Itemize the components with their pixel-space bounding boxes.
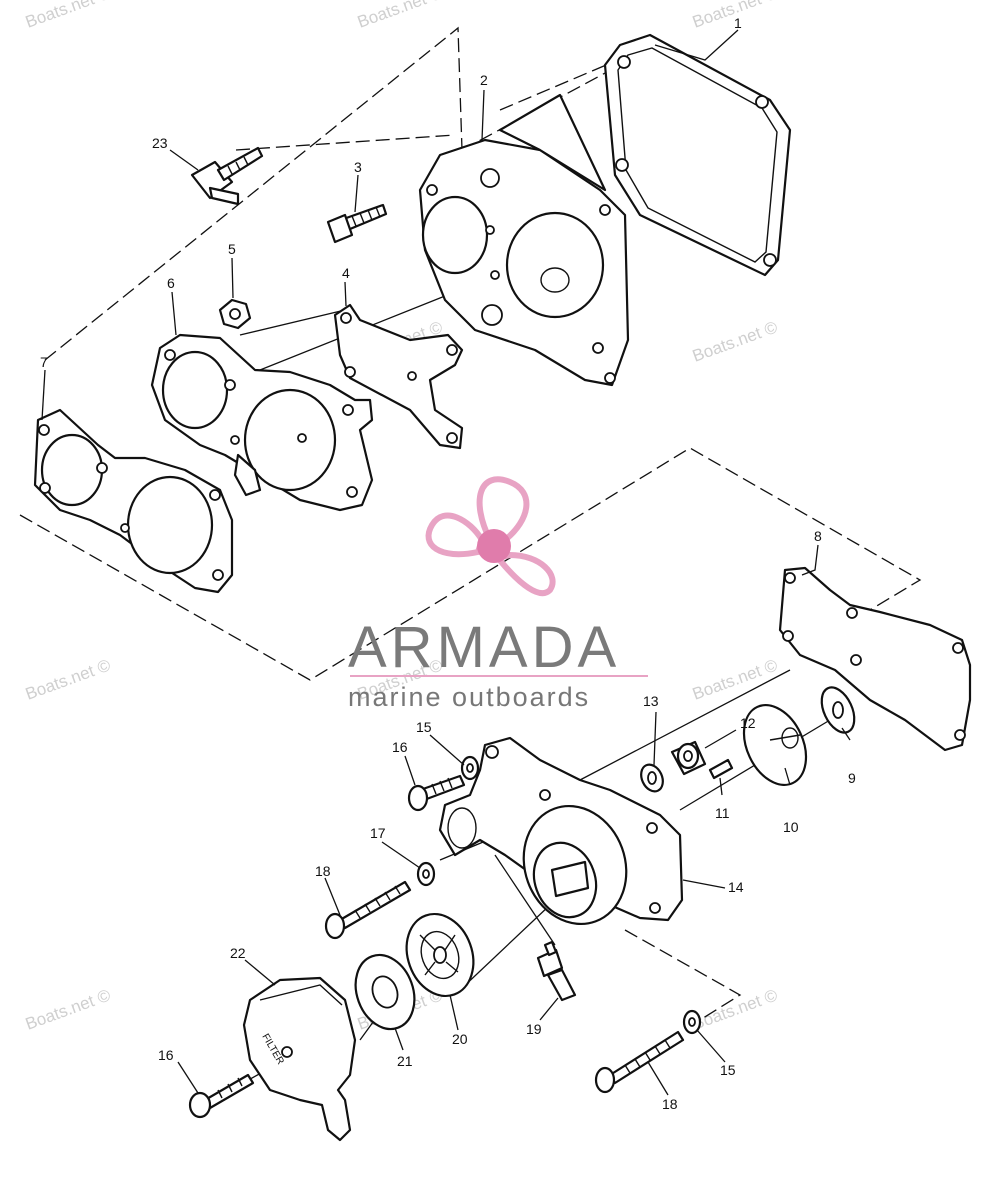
brand-divider [350, 675, 648, 677]
propeller-hub [477, 529, 511, 563]
callout-10: 10 [783, 819, 799, 835]
cover-6 [150, 333, 374, 512]
washer-13 [640, 763, 664, 793]
callouts: 1 2 3 4 5 6 7 8 9 10 11 12 13 14 15 16 1… [40, 15, 856, 1112]
armada-logo: ARMADA marine outboards [348, 476, 648, 712]
washer-21 [354, 953, 416, 1031]
gasket-8 [778, 566, 972, 752]
propeller-icon [425, 476, 556, 597]
callout-4: 4 [342, 265, 350, 281]
propeller-blade [425, 512, 486, 558]
diaphragm-10 [742, 704, 808, 786]
callout-17: 17 [370, 825, 386, 841]
watermark: Boats.net © [355, 0, 446, 32]
screw-18 [324, 880, 412, 940]
watermark: Boats.net © [23, 655, 114, 703]
callout-9: 9 [848, 770, 856, 786]
callout-23: 23 [152, 135, 168, 151]
screw-3 [326, 203, 388, 244]
callout-2: 2 [480, 72, 488, 88]
watermark: Boats.net © [690, 655, 781, 703]
leader-lines [41, 29, 851, 1096]
callout-1: 1 [734, 15, 742, 31]
bracket-4 [333, 303, 464, 450]
gasket-1 [603, 33, 792, 277]
callout-18-lower: 18 [662, 1096, 678, 1112]
callout-15: 15 [416, 719, 432, 735]
callout-11: 11 [715, 805, 730, 821]
callout-18: 18 [315, 863, 331, 879]
pump-housing-2 [418, 93, 630, 387]
callout-21: 21 [397, 1053, 413, 1069]
callout-3: 3 [354, 159, 362, 175]
impeller-plate-20 [405, 912, 475, 998]
filter-cover-22: FILTER [242, 976, 357, 1142]
fitting-19 [536, 940, 577, 1002]
callout-14: 14 [728, 879, 744, 895]
callout-15-lower: 15 [720, 1062, 736, 1078]
washer-9 [820, 686, 856, 734]
propeller-blade [492, 551, 556, 597]
brand-name: ARMADA [348, 615, 620, 680]
screw-11 [708, 758, 734, 780]
callout-13: 13 [643, 693, 659, 709]
callout-6: 6 [167, 275, 175, 291]
screw-16-lower [188, 1073, 255, 1119]
valve-12 [670, 740, 707, 776]
callout-16-lower: 16 [158, 1047, 174, 1063]
watermark: Boats.net © [23, 985, 114, 1033]
callout-12: 12 [740, 715, 756, 731]
lockwasher-17 [416, 861, 436, 887]
callout-5: 5 [228, 241, 236, 257]
pump-body-14 [438, 736, 684, 926]
callout-19: 19 [526, 1021, 542, 1037]
propeller-blade [476, 476, 530, 543]
screw-16 [407, 774, 466, 812]
watermark: Boats.net © [23, 0, 114, 32]
screw-18-lower [594, 1030, 685, 1094]
nut-5 [218, 298, 252, 330]
lockwasher-15 [460, 755, 480, 781]
elbow-fitting-23 [190, 146, 264, 206]
callout-22: 22 [230, 945, 246, 961]
brand-tagline: marine outboards [348, 682, 590, 712]
lockwasher-15-lower [682, 1009, 702, 1035]
watermark: Boats.net © [690, 317, 781, 365]
callout-8: 8 [814, 528, 822, 544]
callout-20: 20 [452, 1031, 468, 1047]
callout-7: 7 [40, 354, 48, 370]
gasket-7 [33, 408, 234, 594]
callout-16: 16 [392, 739, 408, 755]
